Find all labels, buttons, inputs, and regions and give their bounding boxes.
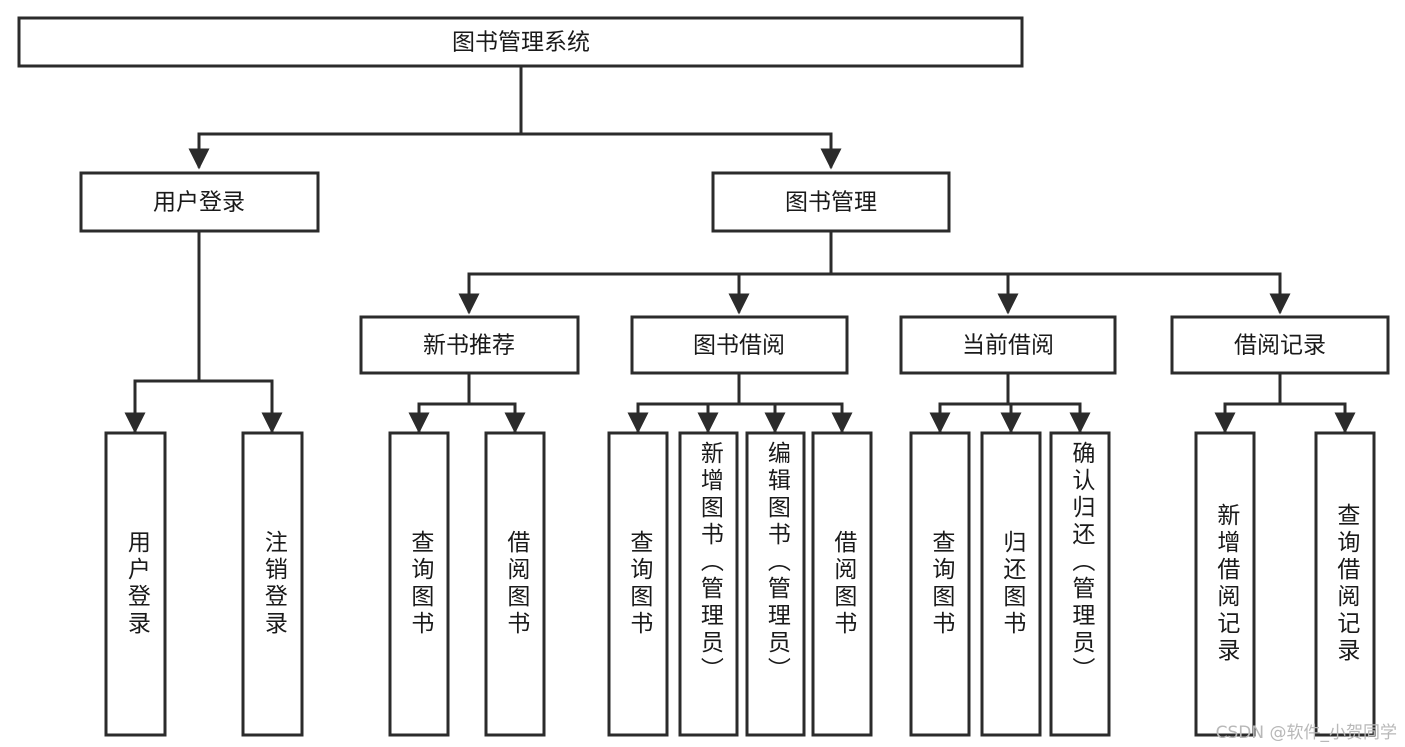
leaf-box-book-borrow-2[interactable] bbox=[678, 431, 739, 737]
leaf-box-current-borrow-3[interactable] bbox=[1049, 431, 1111, 737]
node-book-manage-label: 图书管理 bbox=[785, 190, 877, 216]
watermark-text: CSDN @软件_小贺同学 bbox=[1215, 723, 1397, 743]
leaf-box-new-book-1[interactable] bbox=[388, 431, 450, 737]
leaf-box-current-borrow-2[interactable] bbox=[980, 431, 1042, 737]
leaf-box-book-borrow-4[interactable] bbox=[811, 431, 873, 737]
leaf-box-current-borrow-1[interactable] bbox=[909, 431, 971, 737]
node-new-book-recommend[interactable] bbox=[359, 315, 580, 375]
node-borrow-record-label: 借阅记录 bbox=[1234, 333, 1326, 359]
leaf-box-book-borrow-1[interactable] bbox=[607, 431, 669, 737]
node-new-book-recommend-label: 新书推荐 bbox=[423, 333, 515, 359]
leaf-box-book-borrow-3[interactable] bbox=[745, 431, 806, 737]
node-user-login-label: 用户登录 bbox=[153, 190, 245, 216]
node-root[interactable] bbox=[17, 16, 1024, 68]
node-current-borrow[interactable] bbox=[899, 315, 1117, 375]
node-book-borrow[interactable] bbox=[630, 315, 849, 375]
node-book-borrow-label: 图书借阅 bbox=[693, 333, 785, 359]
node-borrow-record[interactable] bbox=[1170, 315, 1390, 375]
leaf-box-borrow-record-2[interactable] bbox=[1314, 431, 1376, 737]
leaf-box-user-login-1[interactable] bbox=[104, 431, 167, 737]
node-current-borrow-label: 当前借阅 bbox=[962, 333, 1054, 359]
node-book-manage[interactable] bbox=[711, 171, 951, 233]
leaf-box-new-book-2[interactable] bbox=[484, 431, 546, 737]
leaf-box-user-login-2[interactable] bbox=[241, 431, 304, 737]
node-root-label: 图书管理系统 bbox=[452, 30, 590, 56]
leaf-box-borrow-record-1[interactable] bbox=[1194, 431, 1256, 737]
